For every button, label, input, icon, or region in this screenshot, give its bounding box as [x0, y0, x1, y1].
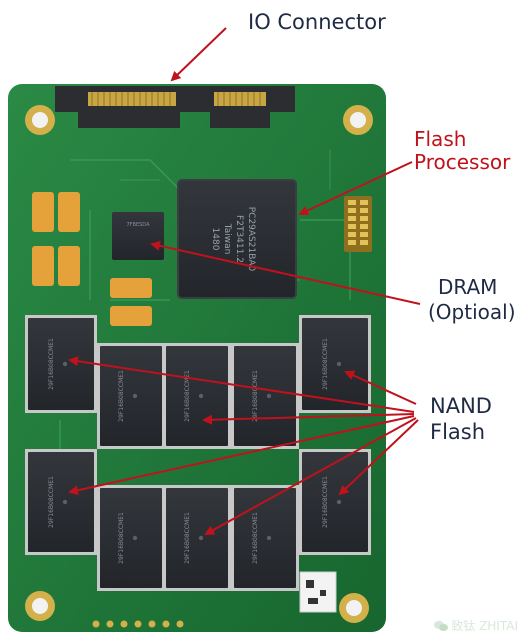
io-connector-label: IO Connector	[248, 10, 386, 34]
svg-text:Taiwan: Taiwan	[222, 223, 232, 255]
flash-processor-label-line2: Processor	[414, 150, 511, 174]
nand-chip-text: 29F16B08CCME1	[252, 512, 259, 564]
wechat-watermark-icon	[434, 621, 449, 631]
nand-chip: 29F16B08CCME1	[25, 449, 97, 555]
nand-chip-text: 29F16B08CCME1	[252, 370, 259, 422]
flash-processor-label-line1: Flash	[414, 127, 467, 151]
capacitor-group	[32, 192, 152, 326]
svg-text:F2T3411.2: F2T3411.2	[234, 215, 244, 263]
nand-chip-text: 29F16B08CCME1	[184, 512, 191, 564]
mounting-hole	[25, 591, 55, 621]
arrow-nand-4	[68, 415, 415, 496]
dram-chip-text: 7FBESDA	[126, 222, 150, 228]
dram-chip: 7FBESDA	[112, 212, 164, 260]
nand-chip-text: 29F16B08CCME1	[322, 476, 329, 528]
nand-chip: 29F16B08CCME1	[231, 343, 299, 449]
arrow-nand-2	[202, 413, 415, 425]
nand-chip: 29F16B08CCME1	[25, 315, 97, 413]
dram-label: DRAM (Optioal)	[424, 276, 516, 324]
nand-chip-text: 29F16B08CCME1	[48, 338, 55, 390]
dram-label-line1: DRAM	[438, 275, 498, 299]
nand-chip: 29F16B08CCME1	[299, 449, 371, 555]
arrow-nand-6	[338, 419, 419, 496]
nand-chip: 29F16B08CCME1	[163, 343, 231, 449]
nand-chip-text: 29F16B08CCME1	[322, 338, 329, 390]
qr-sticker	[299, 571, 337, 613]
watermark: 致钛 ZHITAI	[434, 617, 518, 634]
jumper-header	[344, 196, 372, 252]
nand-chip-text: 29F16B08CCME1	[48, 476, 55, 528]
nand-chip: 29F16B08CCME1	[231, 485, 299, 591]
dram-label-line2: (Optioal)	[428, 300, 516, 324]
nand-chip: 29F16B08CCME1	[299, 315, 371, 413]
arrow-dram	[150, 240, 421, 305]
controller-text: PC29AS21BA0 F2T3411.2 Taiwan 1480	[210, 207, 256, 272]
arrow-nand-5	[204, 417, 417, 535]
arrow-io-connector	[170, 27, 227, 82]
svg-text:1480: 1480	[210, 228, 220, 251]
edge-contacts	[92, 620, 184, 628]
nand-chip: 29F16B08CCME1	[97, 343, 165, 449]
mounting-hole	[25, 105, 55, 135]
io-connector	[55, 86, 295, 128]
watermark-text: 致钛 ZHITAI	[451, 619, 518, 633]
mounting-hole	[339, 593, 369, 623]
nand-chip: 29F16B08CCME1	[97, 485, 165, 591]
svg-text:PC29AS21BA0: PC29AS21BA0	[246, 207, 256, 272]
nand-chip-text: 29F16B08CCME1	[184, 370, 191, 422]
arrow-flash-processor	[298, 161, 413, 216]
arrow-nand-1	[68, 356, 415, 413]
nand-flash-label-line2: Flash	[430, 420, 486, 445]
mounting-hole	[343, 105, 373, 135]
nand-chip-text: 29F16B08CCME1	[118, 370, 125, 422]
arrow-nand-3	[344, 370, 417, 405]
nand-flash-label: NAND Flash	[430, 394, 492, 444]
flash-processor-chip: PC29AS21BA0 F2T3411.2 Taiwan 1480	[177, 179, 297, 299]
nand-flash-chips: 29F16B08CCME1 29F16B08CCME1 29F16B08CCME1 2…	[25, 315, 371, 591]
nand-flash-label-line1: NAND	[430, 394, 492, 418]
nand-chip-text: 29F16B08CCME1	[118, 512, 125, 564]
flash-processor-label: Flash Processor	[414, 128, 510, 174]
nand-chip: 29F16B08CCME1	[163, 485, 231, 591]
annotation-arrows	[68, 27, 421, 535]
